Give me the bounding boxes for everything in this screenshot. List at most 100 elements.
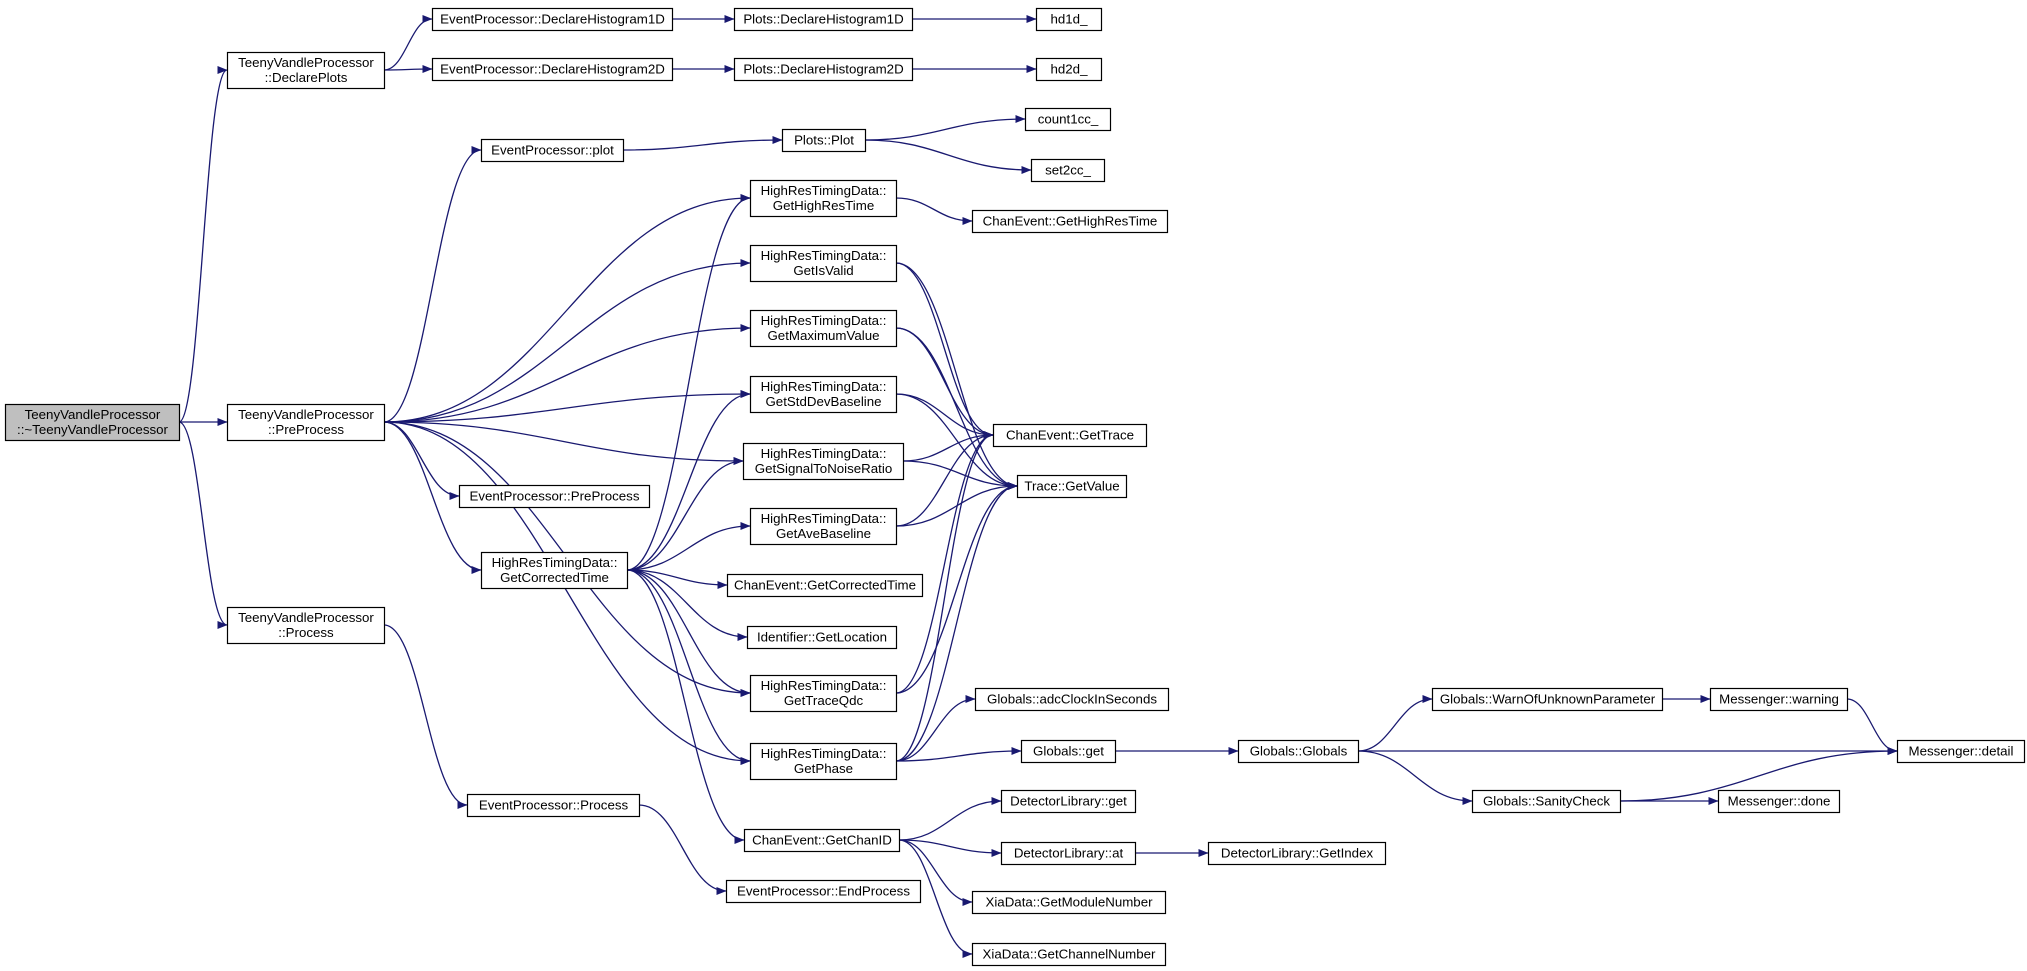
node-event-processor-end-process[interactable]: EventProcessor::EndProcess [725, 879, 922, 904]
node-label: GetPhase [794, 761, 853, 776]
node-messenger-detail[interactable]: Messenger::detail [1896, 739, 2026, 764]
node-label: ChanEvent::GetCorrectedTime [734, 578, 916, 593]
call-edge-plotsPlot-to-set2cc [864, 139, 1032, 174]
call-edge-getTraceQdc-to-ceGetTrace [895, 431, 994, 694]
node-event-processor-declare-histogram1-d[interactable]: EventProcessor::DeclareHistogram1D [431, 7, 674, 32]
node-label: ::Process [278, 625, 334, 640]
node-label: ChanEvent::GetHighResTime [983, 214, 1158, 229]
node-label: HighResTimingData:: [761, 446, 887, 461]
node-globals-globals[interactable]: Globals::Globals [1237, 739, 1360, 764]
node-box [1024, 107, 1112, 132]
node-label: EventProcessor::plot [491, 143, 614, 158]
node-high-res-timing-data-get-signal-to-noise-ratio[interactable]: HighResTimingData::GetSignalToNoiseRatio [742, 442, 905, 481]
node-high-res-timing-data-get-ave-baseline[interactable]: HighResTimingData::GetAveBaseline [749, 507, 898, 546]
call-edge-path [626, 457, 744, 571]
node-box [971, 209, 1169, 234]
call-edge-path [864, 139, 1032, 174]
call-edge-getCorrectedTime-to-getSNR [626, 457, 744, 571]
node-label: TeenyVandleProcessor [238, 55, 374, 70]
call-edge-path [626, 569, 748, 641]
node-plots-plot[interactable]: Plots::Plot [781, 128, 867, 153]
node-label: DetectorLibrary::GetIndex [1221, 846, 1374, 861]
node-identifier-get-location[interactable]: Identifier::GetLocation [746, 625, 898, 650]
node-xia-data-get-module-number[interactable]: XiaData::GetModuleNumber [971, 890, 1167, 915]
node-chan-event-get-corrected-time[interactable]: ChanEvent::GetCorrectedTime [726, 573, 924, 598]
node-box [1207, 841, 1387, 866]
node-detector-library-get[interactable]: DetectorLibrary::get [1000, 789, 1137, 814]
node-count1cc[interactable]: count1cc_ [1024, 107, 1112, 132]
node-box [1016, 474, 1128, 499]
node-detector-library-get-index[interactable]: DetectorLibrary::GetIndex [1207, 841, 1387, 866]
node-high-res-timing-data-get-maximum-value[interactable]: HighResTimingData::GetMaximumValue [749, 309, 898, 348]
node-event-processor-pre-process[interactable]: EventProcessor::PreProcess [458, 484, 651, 509]
node-teeny-vandle-processor-process[interactable]: TeenyVandleProcessor::Process [226, 606, 386, 645]
node-globals-warn-of-unknown-parameter[interactable]: Globals::WarnOfUnknownParameter [1431, 687, 1664, 712]
node-label: GetCorrectedTime [500, 570, 609, 585]
node-box [749, 742, 898, 781]
call-edge-getCorrectedTime-to-ceGetChanID [626, 569, 745, 844]
node-globals-sanity-check[interactable]: Globals::SanityCheck [1471, 789, 1622, 814]
node-messenger-done[interactable]: Messenger::done [1717, 789, 1841, 814]
node-label: EventProcessor::EndProcess [737, 884, 910, 899]
node-event-processor-process[interactable]: EventProcessor::Process [466, 793, 641, 818]
node-label: hd1d_ [1051, 12, 1089, 27]
node-teeny-vandle-processor-pre-process[interactable]: TeenyVandleProcessor::PreProcess [226, 403, 386, 442]
node-chan-event-get-high-res-time[interactable]: ChanEvent::GetHighResTime [971, 209, 1169, 234]
call-edge-root-to-declarePlots [178, 66, 228, 423]
call-edge-path [383, 65, 433, 74]
call-edge-path [1846, 698, 1898, 755]
node-teeny-vandle-processor-declare-plots[interactable]: TeenyVandleProcessor::DeclarePlots [226, 51, 386, 90]
call-edge-preProcessTV-to-getHighResTime [383, 194, 751, 423]
call-edge-path [902, 460, 1018, 490]
node-high-res-timing-data-get-trace-qdc[interactable]: HighResTimingData::GetTraceQdc [749, 674, 898, 713]
call-edge-path [626, 569, 751, 697]
node-label: GetStdDevBaseline [765, 394, 881, 409]
node-box [226, 51, 386, 90]
node-trace-get-value[interactable]: Trace::GetValue [1016, 474, 1128, 499]
node-high-res-timing-data-get-corrected-time[interactable]: HighResTimingData::GetCorrectedTime [480, 551, 629, 590]
call-edge-globalsGlobals-to-warnUnknown [1357, 695, 1433, 752]
node-chan-event-get-chan-id[interactable]: ChanEvent::GetChanID [743, 828, 901, 853]
node-teeny-vandle-processor-destructor-teeny-vandle-processor[interactable]: TeenyVandleProcessor::~TeenyVandleProces… [4, 403, 181, 442]
node-hd2d[interactable]: hd2d_ [1035, 57, 1103, 82]
call-edge-path [898, 839, 973, 906]
call-edge-path [895, 482, 1018, 694]
node-high-res-timing-data-get-high-res-time[interactable]: HighResTimingData::GetHighResTime [749, 179, 898, 218]
call-edge-path [895, 262, 994, 439]
node-xia-data-get-channel-number[interactable]: XiaData::GetChannelNumber [971, 942, 1167, 967]
node-label: GetIsValid [793, 263, 853, 278]
node-globals-adc-clock-in-seconds[interactable]: Globals::adcClockInSeconds [974, 687, 1170, 712]
node-box [1237, 739, 1360, 764]
node-high-res-timing-data-get-std-dev-baseline[interactable]: HighResTimingData::GetStdDevBaseline [749, 375, 898, 414]
node-set2cc[interactable]: set2cc_ [1030, 158, 1106, 183]
call-edge-getPhase-to-ceGetTrace [895, 431, 994, 762]
node-box [749, 179, 898, 218]
call-edge-preProcessTV-to-getCorrectedTime [383, 421, 482, 574]
node-messenger-warning[interactable]: Messenger::warning [1709, 687, 1849, 712]
node-high-res-timing-data-get-phase[interactable]: HighResTimingData::GetPhase [749, 742, 898, 781]
call-edge-path [626, 569, 751, 765]
call-edge-path [383, 15, 433, 71]
node-globals-get[interactable]: Globals::get [1020, 739, 1117, 764]
node-event-processor-declare-histogram2-d[interactable]: EventProcessor::DeclareHistogram2D [431, 57, 674, 82]
node-event-processor-plot[interactable]: EventProcessor::plot [480, 138, 625, 163]
call-edge-path [383, 146, 482, 423]
call-edge-getSNR-to-traceGetValue [902, 460, 1018, 490]
node-label: DetectorLibrary::at [1014, 846, 1124, 861]
node-plots-declare-histogram1-d[interactable]: Plots::DeclareHistogram1D [733, 7, 914, 32]
call-edge-path [895, 327, 1018, 490]
node-detector-library-at[interactable]: DetectorLibrary::at [1000, 841, 1137, 866]
call-edge-globalsGlobals-to-sanityCheck [1357, 750, 1473, 805]
node-box [725, 879, 922, 904]
node-label: EventProcessor::DeclareHistogram1D [440, 12, 665, 27]
node-box [1035, 57, 1103, 82]
node-label: HighResTimingData:: [761, 379, 887, 394]
node-chan-event-get-trace[interactable]: ChanEvent::GetTrace [992, 423, 1148, 448]
call-edge-epPlot-to-plotsPlot [622, 136, 783, 151]
node-hd1d[interactable]: hd1d_ [1035, 7, 1103, 32]
node-high-res-timing-data-get-is-valid[interactable]: HighResTimingData::GetIsValid [749, 244, 898, 283]
call-edge-ceGetChanID-to-xiaChannel [898, 839, 973, 958]
node-plots-declare-histogram2-d[interactable]: Plots::DeclareHistogram2D [733, 57, 914, 82]
node-box [4, 403, 181, 442]
call-edge-path [895, 393, 1018, 490]
